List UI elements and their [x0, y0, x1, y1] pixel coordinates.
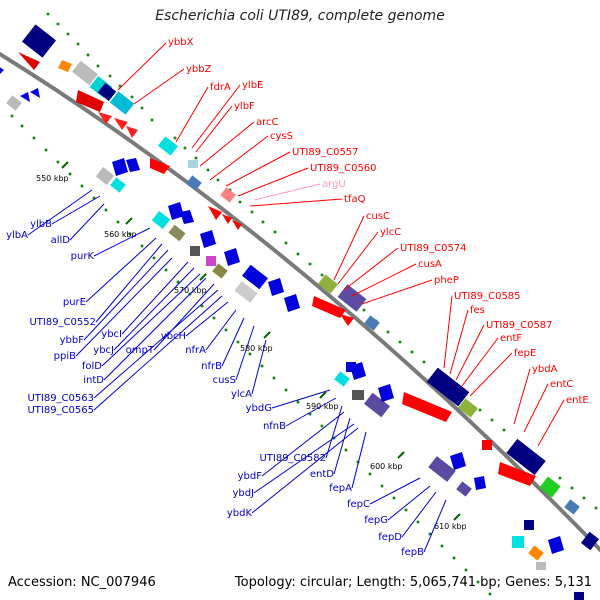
gene-label-UTI89_C0574: UTI89_C0574	[400, 243, 467, 254]
kbp-tick-labels: 550 kbp 560 kbp 570 kbp 580 kbp 590 kbp …	[36, 174, 467, 531]
tick-dots-outer	[46, 12, 598, 510]
gene-label-fepD: fepD	[378, 532, 402, 543]
genome-backbone	[0, 51, 600, 553]
tick-label-570: 570 kbp	[174, 286, 207, 295]
gene-label-ylcC: ylcC	[380, 227, 401, 238]
forward-leader-lines	[117, 42, 565, 447]
gene-label-entD: entD	[310, 469, 334, 480]
gene-label-UTI89_C0582: UTI89_C0582	[259, 453, 326, 464]
gene-label-tfaQ: tfaQ	[344, 194, 366, 205]
gene-label-intD: intD	[83, 375, 104, 386]
gene-label-fepA: fepA	[329, 483, 352, 494]
gene-label-fepE: fepE	[514, 348, 536, 359]
gene-label-cysS: cysS	[270, 131, 293, 142]
gene-label-cusS: cusS	[213, 375, 236, 386]
gene-label-ybdG: ybdG	[246, 403, 272, 414]
gene-label-UTI89_C0563: UTI89_C0563	[27, 393, 94, 404]
figure-title: Escherichia coli UTI89, complete genome	[155, 8, 445, 24]
gene-label-nfnB: nfnB	[263, 421, 286, 432]
gene-label-UTI89_C0557: UTI89_C0557	[292, 147, 359, 158]
gene-label-UTI89_C0560: UTI89_C0560	[310, 163, 377, 174]
gene-label-folD: folD	[82, 361, 102, 372]
gene-label-fepB: fepB	[401, 547, 424, 558]
gene-label-nfrB: nfrB	[201, 361, 222, 372]
gene-label-ylbB: ylbB	[30, 219, 52, 230]
gene-label-arcC: arcC	[256, 117, 279, 128]
gene-label-ompT: ompT	[126, 345, 155, 356]
reverse-genes-track	[0, 67, 584, 600]
gene-label-ylcA: ylcA	[231, 389, 252, 400]
tick-label-610: 610 kbp	[434, 522, 467, 531]
tick-dots-inner	[10, 114, 492, 596]
gene-label-argU: argU	[322, 179, 346, 190]
gene-label-ybcI: ybcI	[101, 329, 122, 340]
reverse-gene-labels: ylbA ylbB allD purK purE UTI89_C0552 ybb…	[6, 219, 424, 558]
tick-label-550: 550 kbp	[36, 174, 69, 183]
gene-label-ybbZ: ybbZ	[186, 64, 212, 75]
gene-label-ybdK: ybdK	[227, 508, 253, 519]
gene-label-ybcH: ybcH	[161, 331, 186, 342]
gene-label-ppiB: ppiB	[54, 351, 76, 362]
gene-label-fdrA: fdrA	[210, 82, 231, 93]
gene-label-entE: entE	[566, 395, 589, 406]
gene-label-ybcJ: ybcJ	[93, 345, 114, 356]
gene-label-UTI89_C0585: UTI89_C0585	[454, 291, 521, 302]
gene-label-allD: allD	[51, 235, 71, 246]
forward-genes-track	[18, 24, 600, 551]
gene-label-fes: fes	[470, 305, 485, 316]
gene-label-UTI89_C0552: UTI89_C0552	[29, 317, 96, 328]
gene-label-ybdA: ybdA	[532, 364, 558, 375]
accession-text: Accession: NC_007946	[8, 575, 156, 590]
gene-label-ybdJ: ybdJ	[232, 488, 254, 499]
gene-label-nfrA: nfrA	[185, 345, 206, 356]
tick-label-590: 590 kbp	[306, 402, 339, 411]
gene-label-UTI89_C0587: UTI89_C0587	[486, 320, 553, 331]
reverse-leader-lines	[27, 189, 447, 553]
gene-label-cusC: cusC	[366, 211, 390, 222]
gene-label-entF: entF	[500, 333, 522, 344]
gene-label-ylbA: ylbA	[6, 230, 28, 241]
tick-label-600: 600 kbp	[370, 462, 403, 471]
gene-label-ybdF: ybdF	[238, 471, 263, 482]
gene-label-ylbE: ylbE	[242, 80, 263, 91]
gene-label-pheP: pheP	[434, 275, 459, 286]
gene-label-purE: purE	[63, 297, 86, 308]
genome-summary-text: Topology: circular; Length: 5,065,741 bp…	[234, 575, 592, 590]
gene-label-UTI89_C0565: UTI89_C0565	[27, 405, 94, 416]
kbp-tick-marks	[61, 161, 461, 521]
gene-label-fepG: fepG	[364, 515, 388, 526]
tick-label-560: 560 kbp	[104, 230, 137, 239]
tick-label-580: 580 kbp	[240, 344, 273, 353]
gene-label-ylbF: ylbF	[234, 101, 255, 112]
gene-label-ybbX: ybbX	[168, 37, 194, 48]
gene-label-ybbF: ybbF	[60, 335, 85, 346]
forward-gene-labels: ybbX ybbZ fdrA ylbE ylbF arcC cysS UTI89…	[168, 37, 589, 406]
gene-label-entC: entC	[550, 379, 573, 390]
gene-label-purK: purK	[71, 251, 95, 262]
gene-label-cusA: cusA	[418, 259, 442, 270]
gene-label-fepC: fepC	[347, 499, 370, 510]
